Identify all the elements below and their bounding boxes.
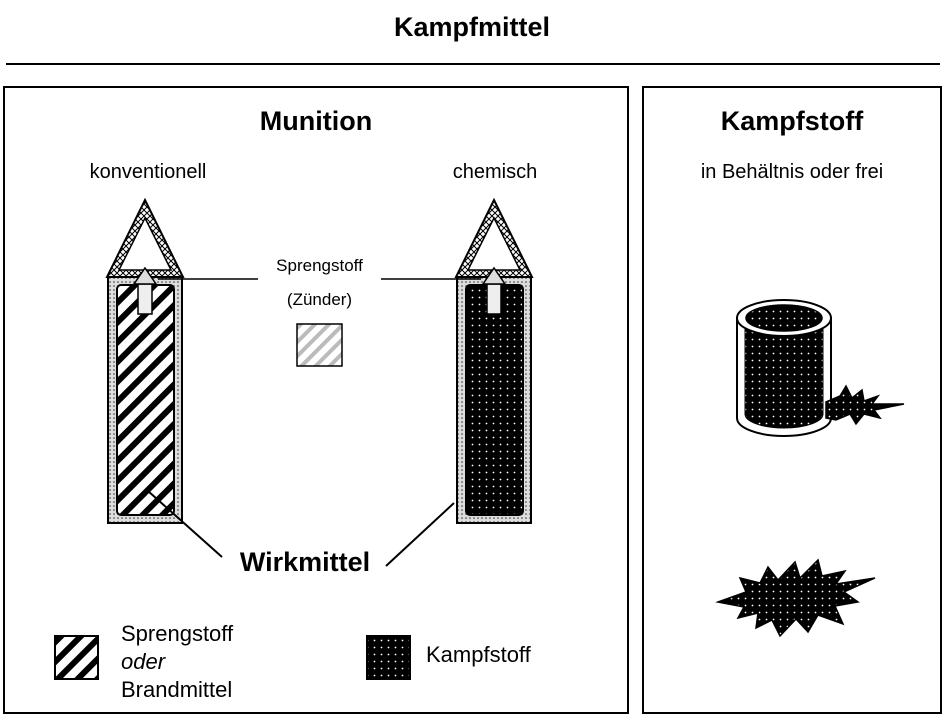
legend-explosive-line3: Brandmittel [121, 677, 233, 702]
conventional-label: konventionell [89, 161, 207, 183]
page-title: Kampfmittel [393, 12, 550, 42]
munition-title: Munition [259, 106, 373, 136]
title-divider [6, 63, 940, 65]
fuse-label-line1: Sprengstoff [276, 256, 363, 275]
conventional-shell-icon [105, 197, 185, 524]
effect-leader-left [147, 490, 223, 558]
fuse-icon [296, 323, 343, 367]
munition-panel [3, 86, 629, 714]
legend-agent-label: Kampfstoff [426, 642, 531, 667]
dots-swatch-icon [366, 635, 411, 680]
kampfstoff-subtitle: in Behältnis oder frei [700, 161, 884, 183]
fuse-label-line2: (Zünder) [286, 290, 353, 309]
splash-icon [715, 558, 876, 638]
hatch-swatch-icon [54, 635, 99, 680]
effect-leader-right [385, 502, 455, 567]
legend-explosive-line1: Sprengstoff [121, 621, 234, 646]
kampfstoff-title: Kampfstoff [720, 106, 864, 136]
legend-explosive-line2: oder [121, 649, 166, 674]
effect-label: Wirkmittel [239, 547, 371, 577]
chemical-shell-icon [454, 197, 534, 524]
chemical-label: chemisch [452, 161, 538, 183]
container-icon [736, 299, 905, 437]
kampfstoff-panel [642, 86, 942, 714]
